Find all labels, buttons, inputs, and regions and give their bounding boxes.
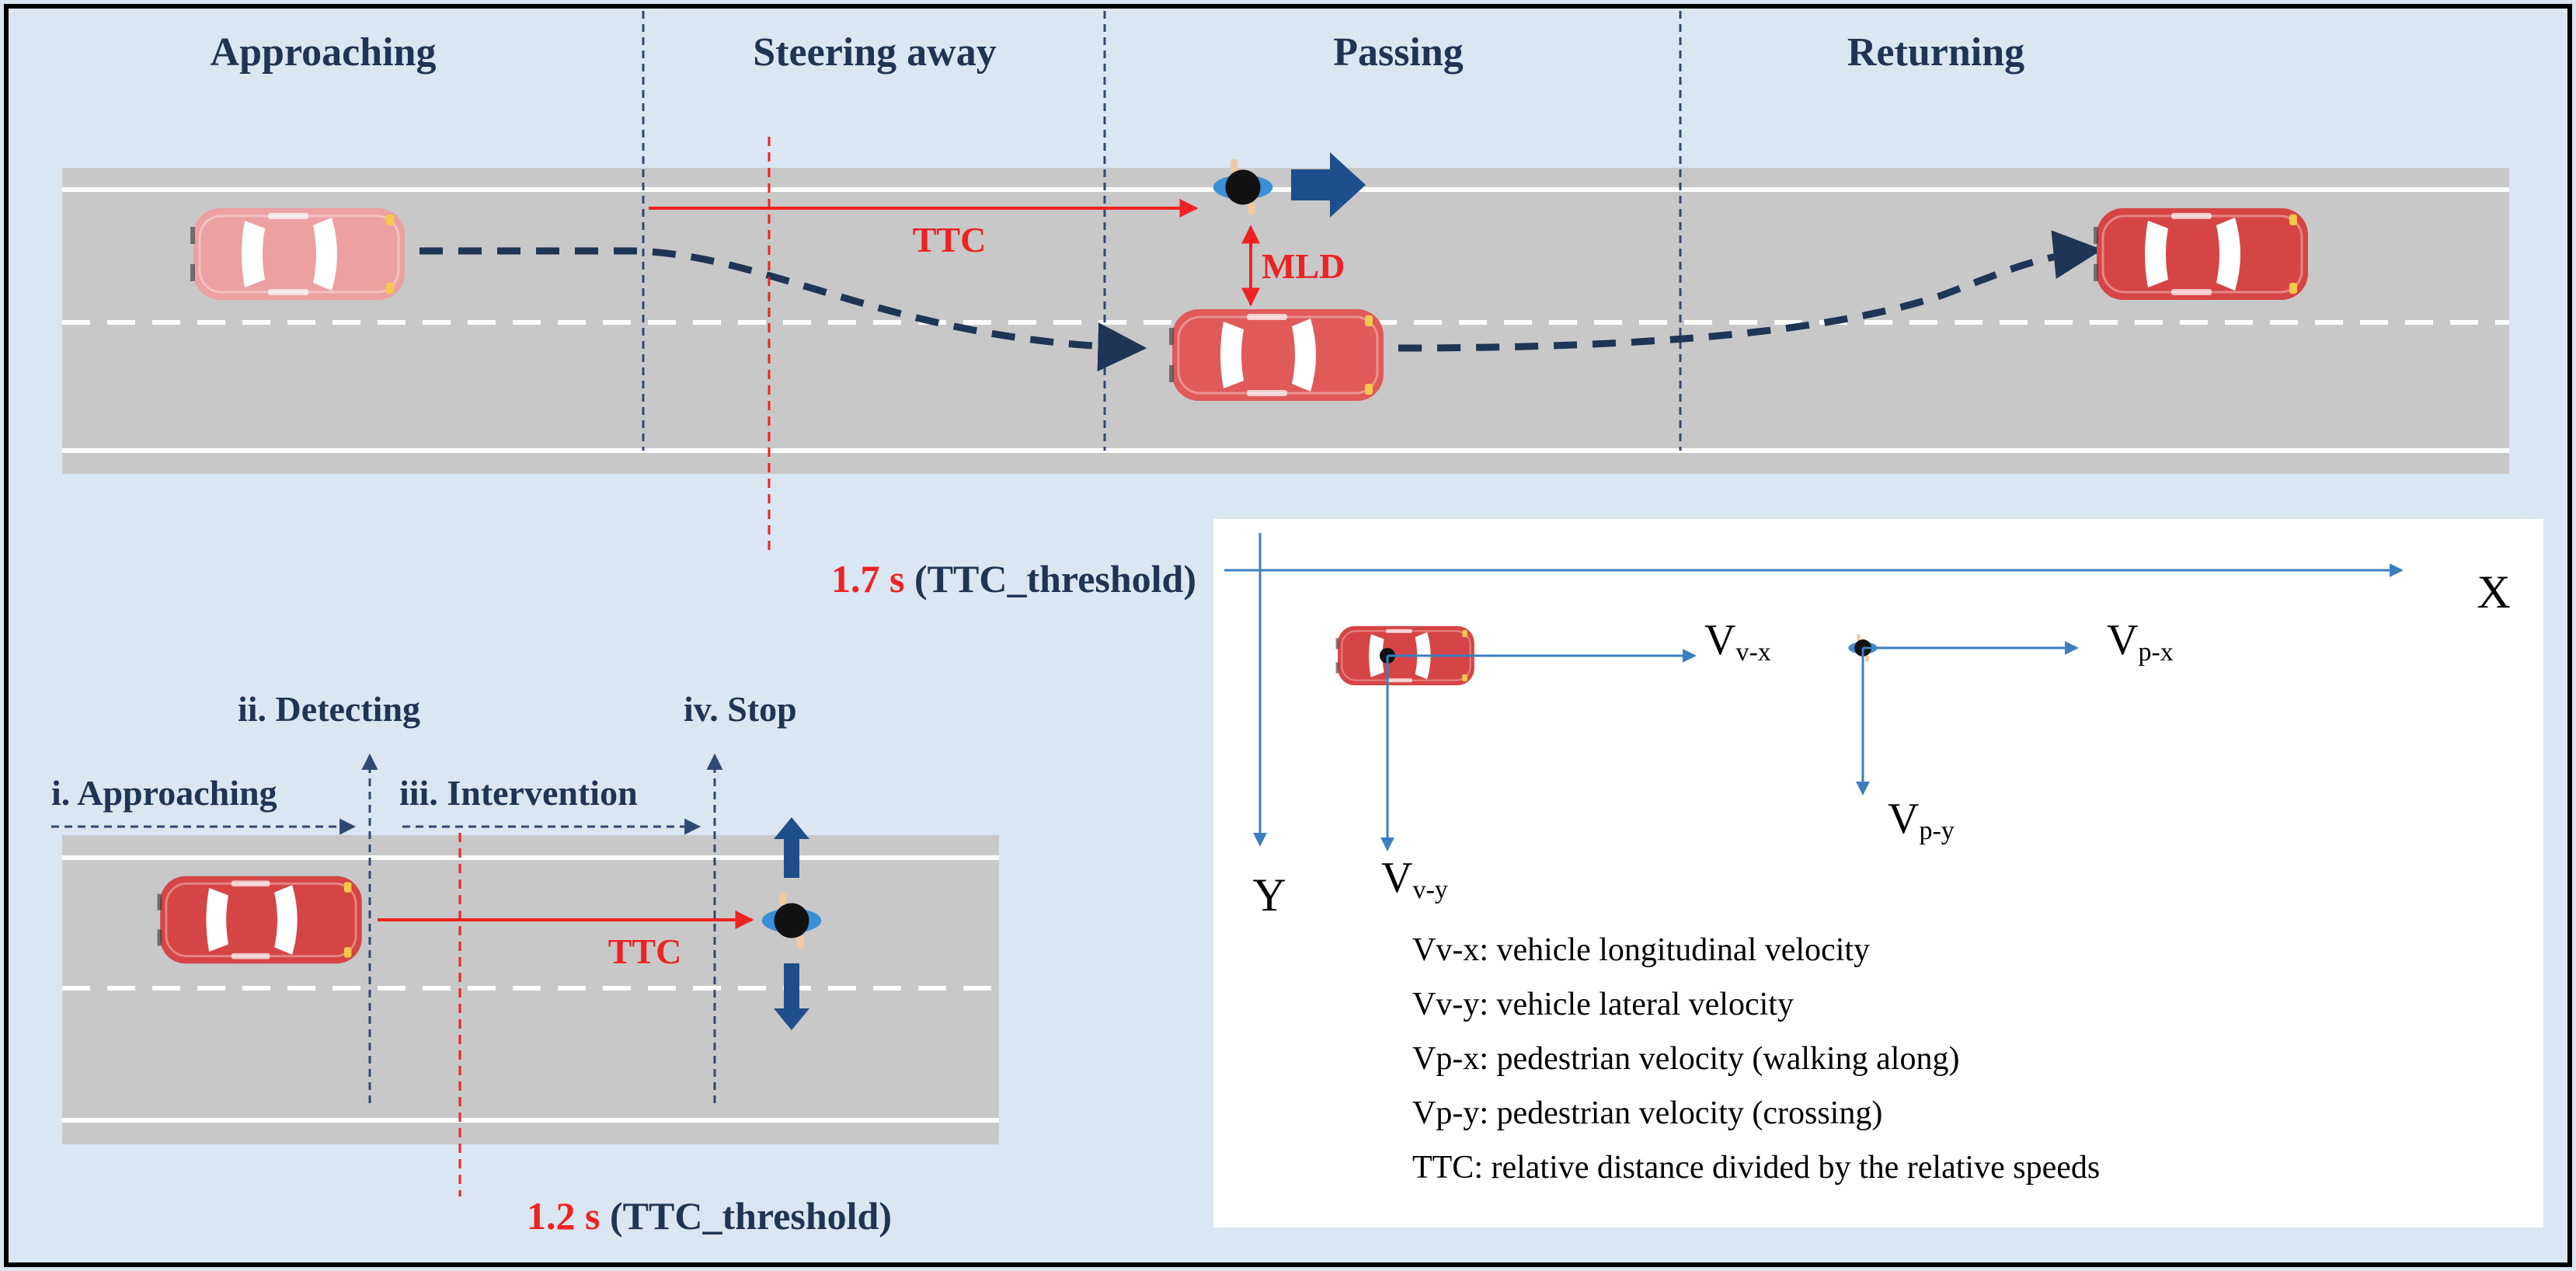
stage-label-intervention: iii. Intervention	[399, 773, 638, 813]
threshold-value-bottom: 1.2 s	[527, 1194, 600, 1238]
pedestrian-walk-arrow	[1291, 152, 1366, 218]
phase-label-passing: Passing	[1333, 30, 1464, 75]
threshold-label-bottom: 1.2 s (TTC_threshold)	[527, 1194, 892, 1238]
threshold-label-top: 1.7 s (TTC_threshold)	[831, 557, 1196, 601]
legend-line: Vp-x: pedestrian velocity (walking along…	[1412, 1041, 1959, 1077]
car-bottom	[155, 875, 364, 965]
legend-line: Vp-y: pedestrian velocity (crossing)	[1412, 1095, 1882, 1131]
faded-car-start	[189, 207, 406, 301]
phase-label-steering-away: Steering away	[753, 30, 996, 75]
stage-label-detecting: ii. Detecting	[238, 689, 420, 729]
pedestrian-cross-arrow-down	[774, 963, 809, 1030]
vv-x-label: Vv-x	[1704, 616, 1771, 667]
stage-label-approaching: i. Approaching	[51, 773, 277, 813]
ttc-label-bottom: TTC	[608, 931, 682, 971]
vp-y-label: Vp-y	[1888, 795, 1955, 845]
ttc-label: TTC	[913, 220, 987, 259]
threshold-value-top: 1.7 s	[831, 557, 904, 601]
threshold-text-top: (TTC_threshold)	[904, 557, 1196, 601]
bottom-scene: i. Approaching ii. Detecting iii. Interv…	[51, 689, 999, 1238]
vehicle-trajectory-return	[1398, 230, 2103, 352]
legend-line: Vv-x: vehicle longitudinal velocity	[1412, 932, 1870, 968]
phase-label-approaching: Approaching	[211, 30, 437, 75]
x-axis-label: X	[2477, 566, 2510, 618]
y-axis-label: Y	[1252, 869, 1286, 921]
legend-line: Vv-y: vehicle lateral velocity	[1412, 987, 1794, 1022]
vehicle-trajectory-avoid	[419, 247, 1147, 372]
threshold-text-bottom: (TTC_threshold)	[600, 1194, 892, 1238]
legend-line: TTC: relative distance divided by the re…	[1412, 1150, 2100, 1186]
axes-panel: X Y Vv-x Vv-y Vp-x Vp-y Vv-x: vehicle lo…	[1213, 519, 2543, 1227]
stage-label-stop: iv. Stop	[684, 689, 797, 729]
top-scene: Approaching Steering away Passing Return…	[62, 11, 2509, 601]
car-passing	[1168, 308, 1385, 402]
car-returned	[2092, 207, 2310, 301]
pedestrian-cross-arrow-up	[774, 817, 809, 878]
vv-y-label: Vv-y	[1381, 854, 1448, 904]
vp-x-label: Vp-x	[2107, 616, 2174, 667]
mld-label: MLD	[1262, 246, 1345, 286]
outer-frame	[4, 4, 2572, 1267]
phase-label-returning: Returning	[1847, 30, 2024, 75]
